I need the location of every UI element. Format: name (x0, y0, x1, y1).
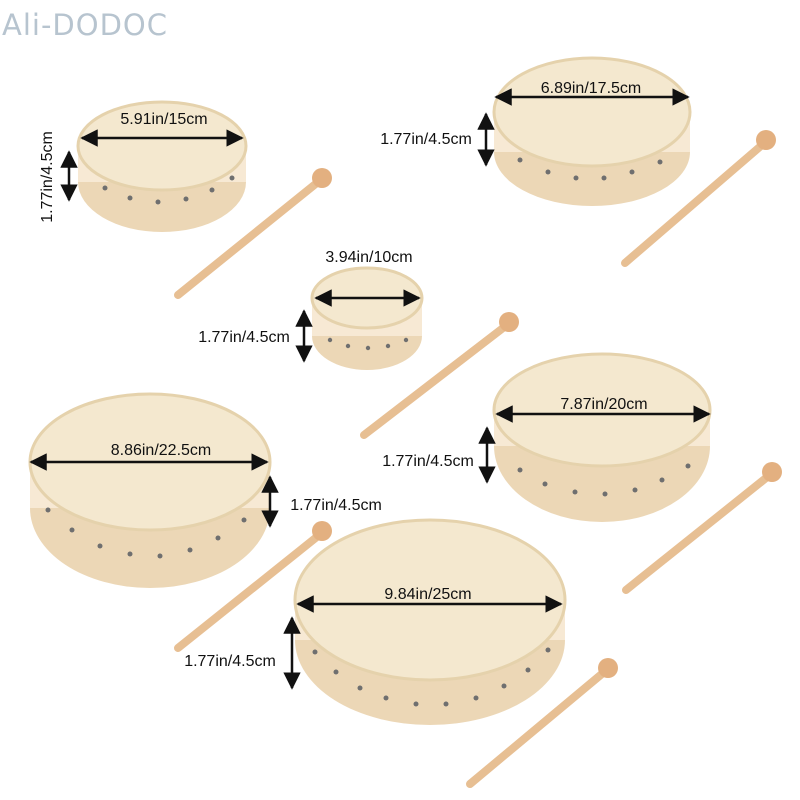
height-label-17-5cm: 1.77in/4.5cm (380, 131, 472, 148)
drum-20cm (492, 352, 712, 522)
height-label-20cm: 1.77in/4.5cm (382, 453, 474, 470)
watermark-logo: Ali-DODOC (2, 8, 168, 42)
drum-15cm (76, 100, 248, 232)
drum-25cm (293, 518, 567, 725)
drum-22-5cm (28, 392, 272, 588)
drum-10cm (310, 266, 424, 370)
mallet-5 (174, 521, 332, 652)
mallet-3 (360, 312, 519, 439)
diameter-label-10cm: 3.94in/10cm (325, 249, 412, 266)
diameter-label-25cm: 9.84in/25cm (384, 586, 471, 603)
mallet-1 (174, 168, 332, 299)
dimension-arrows (29, 88, 711, 690)
mallet-6 (466, 658, 618, 788)
diameter-label-22-5cm: 8.86in/22.5cm (111, 442, 212, 459)
diameter-label-20cm: 7.87in/20cm (560, 396, 647, 413)
height-label-22-5cm: 1.77in/4.5cm (290, 497, 382, 514)
height-label-10cm: 1.77in/4.5cm (198, 329, 290, 346)
height-label-25cm: 1.77in/4.5cm (184, 653, 276, 670)
height-label-15cm: 1.77in/4.5cm (39, 131, 56, 223)
mallet-2 (621, 130, 776, 267)
diameter-label-15cm: 5.91in/15cm (120, 111, 207, 128)
drum-17-5cm (492, 56, 692, 206)
mallet-4 (622, 462, 782, 594)
diameter-label-17-5cm: 6.89in/17.5cm (541, 80, 642, 97)
